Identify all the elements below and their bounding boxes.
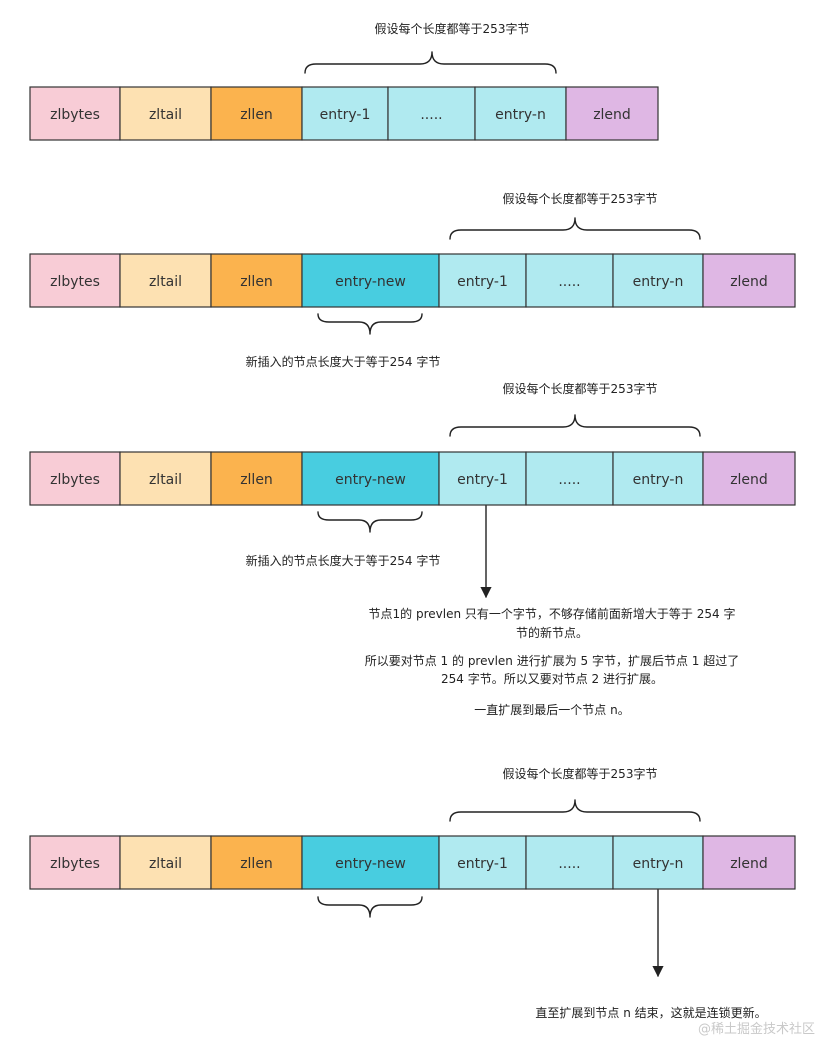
cascade-note-line-4: 所以要对节点 1 的 prevlen 进行扩展为 5 字节，扩展后节点 1 超过… bbox=[365, 653, 740, 668]
row-1-cell-entry-n bbox=[474, 86, 567, 141]
row-2-cell-ellipsis bbox=[525, 253, 614, 308]
row-4-cell-zllen bbox=[210, 835, 303, 890]
row-1-label-ellipsis: ..... bbox=[420, 107, 442, 123]
cascade-note-line-2: 节的新节点。 bbox=[516, 625, 588, 640]
row-3-cascade-start: 假设每个长度都等于253字节 zlbytes zltail zllen entr… bbox=[29, 381, 796, 599]
row-2-cells: zlbytes zltail zllen entry-new entry-1 .… bbox=[29, 253, 796, 308]
row-2-label-zlbytes: zlbytes bbox=[50, 274, 100, 290]
row-4-cell-zlend bbox=[702, 835, 796, 890]
row-2-label-entry-new: entry-new bbox=[335, 274, 406, 290]
row-3-label-entry-n: entry-n bbox=[633, 472, 684, 488]
row-3-label-zlbytes: zlbytes bbox=[50, 472, 100, 488]
row-2-cell-zlbytes bbox=[29, 253, 121, 308]
row-1-top-caption: 假设每个长度都等于253字节 bbox=[375, 21, 530, 36]
row-4-cell-entry-new bbox=[301, 835, 440, 890]
row-3-top-caption: 假设每个长度都等于253字节 bbox=[503, 381, 658, 396]
row-4-cascade-end: 假设每个长度都等于253字节 zlbytes zltail zllen entr… bbox=[29, 766, 796, 978]
row-1-cell-ellipsis bbox=[387, 86, 476, 141]
row-2-after-insert: 假设每个长度都等于253字节 zlbytes zltail zllen entr… bbox=[29, 191, 796, 369]
row-1-cell-zlbytes bbox=[29, 86, 121, 141]
row-4-label-entry-new: entry-new bbox=[335, 856, 406, 872]
row-3-top-brace bbox=[449, 414, 701, 437]
cascade-note: 节点1的 prevlen 只有一个字节，不够存储前面新增大于等于 254 字 节… bbox=[365, 606, 740, 717]
row-2-top-brace bbox=[449, 217, 701, 240]
row-4-label-entry-1: entry-1 bbox=[457, 856, 508, 872]
row-4-cell-entry-1 bbox=[438, 835, 527, 890]
row-4-label-ellipsis: ..... bbox=[558, 856, 580, 872]
row-3-cells: zlbytes zltail zllen entry-new entry-1 .… bbox=[29, 451, 796, 506]
row-2-top-caption: 假设每个长度都等于253字节 bbox=[503, 191, 658, 206]
row-2-label-zltail: zltail bbox=[149, 274, 182, 290]
cascade-note-line-7: 一直扩展到最后一个节点 n。 bbox=[474, 703, 629, 717]
row-3-cell-zlbytes bbox=[29, 451, 121, 506]
row-3-label-zllen: zllen bbox=[240, 472, 273, 488]
row-1-label-zltail: zltail bbox=[149, 107, 182, 123]
row-2-cell-entry-n bbox=[612, 253, 704, 308]
row-2-bottom-brace bbox=[317, 313, 423, 335]
row-3-label-entry-new: entry-new bbox=[335, 472, 406, 488]
final-note: 直至扩展到节点 n 结束，这就是连锁更新。 bbox=[535, 1005, 766, 1020]
cascade-note-line-5: 254 字节。所以又要对节点 2 进行扩展。 bbox=[441, 671, 663, 686]
row-4-bottom-brace bbox=[317, 896, 423, 918]
row-1-label-entry-n: entry-n bbox=[495, 107, 546, 123]
row-3-cell-entry-new bbox=[301, 451, 440, 506]
row-1-label-entry-1: entry-1 bbox=[320, 107, 371, 123]
row-1-original-ziplist: 假设每个长度都等于253字节 zlbytes zltail zllen entr… bbox=[29, 21, 659, 141]
row-2-cell-entry-1 bbox=[438, 253, 527, 308]
row-4-label-entry-n: entry-n bbox=[633, 856, 684, 872]
row-3-cell-ellipsis bbox=[525, 451, 614, 506]
row-4-top-caption: 假设每个长度都等于253字节 bbox=[503, 766, 658, 781]
row-3-cell-zltail bbox=[119, 451, 212, 506]
row-3-cell-entry-1 bbox=[438, 451, 527, 506]
row-2-label-zlend: zlend bbox=[730, 274, 768, 290]
row-4-label-zlbytes: zlbytes bbox=[50, 856, 100, 872]
row-2-cell-zllen bbox=[210, 253, 303, 308]
row-3-label-entry-1: entry-1 bbox=[457, 472, 508, 488]
row-1-cell-zltail bbox=[119, 86, 212, 141]
row-4-cell-zlbytes bbox=[29, 835, 121, 890]
row-3-label-zlend: zlend bbox=[730, 472, 768, 488]
row-3-cell-zllen bbox=[210, 451, 303, 506]
row-4-label-zllen: zllen bbox=[240, 856, 273, 872]
cascade-note-line-1: 节点1的 prevlen 只有一个字节，不够存储前面新增大于等于 254 字 bbox=[369, 606, 736, 621]
row-2-label-entry-1: entry-1 bbox=[457, 274, 508, 290]
row-1-cells: zlbytes zltail zllen entry-1 ..... entry… bbox=[29, 86, 659, 141]
row-3-cell-entry-n bbox=[612, 451, 704, 506]
row-1-top-brace bbox=[304, 51, 557, 74]
row-4-label-zlend: zlend bbox=[730, 856, 768, 872]
row-2-label-ellipsis: ..... bbox=[558, 274, 580, 290]
row-4-label-zltail: zltail bbox=[149, 856, 182, 872]
row-2-cell-zlend bbox=[702, 253, 796, 308]
row-3-cell-zlend bbox=[702, 451, 796, 506]
row-3-bottom-brace bbox=[317, 511, 423, 533]
row-3-label-zltail: zltail bbox=[149, 472, 182, 488]
row-2-cell-zltail bbox=[119, 253, 212, 308]
row-4-cell-entry-n bbox=[612, 835, 704, 890]
row-2-label-entry-n: entry-n bbox=[633, 274, 684, 290]
row-4-cell-ellipsis bbox=[525, 835, 614, 890]
row-2-bottom-caption: 新插入的节点长度大于等于254 字节 bbox=[246, 354, 441, 369]
row-1-cell-zllen bbox=[210, 86, 303, 141]
row-3-label-ellipsis: ..... bbox=[558, 472, 580, 488]
row-2-label-zllen: zllen bbox=[240, 274, 273, 290]
row-4-top-brace bbox=[449, 799, 701, 822]
row-4-cells: zlbytes zltail zllen entry-new entry-1 .… bbox=[29, 835, 796, 890]
row-1-label-zlend: zlend bbox=[593, 107, 631, 123]
watermark: @稀土掘金技术社区 bbox=[698, 1021, 815, 1037]
row-3-bottom-caption: 新插入的节点长度大于等于254 字节 bbox=[246, 553, 441, 568]
row-1-label-zllen: zllen bbox=[240, 107, 273, 123]
row-1-cell-zlend bbox=[565, 86, 659, 141]
row-1-label-zlbytes: zlbytes bbox=[50, 107, 100, 123]
